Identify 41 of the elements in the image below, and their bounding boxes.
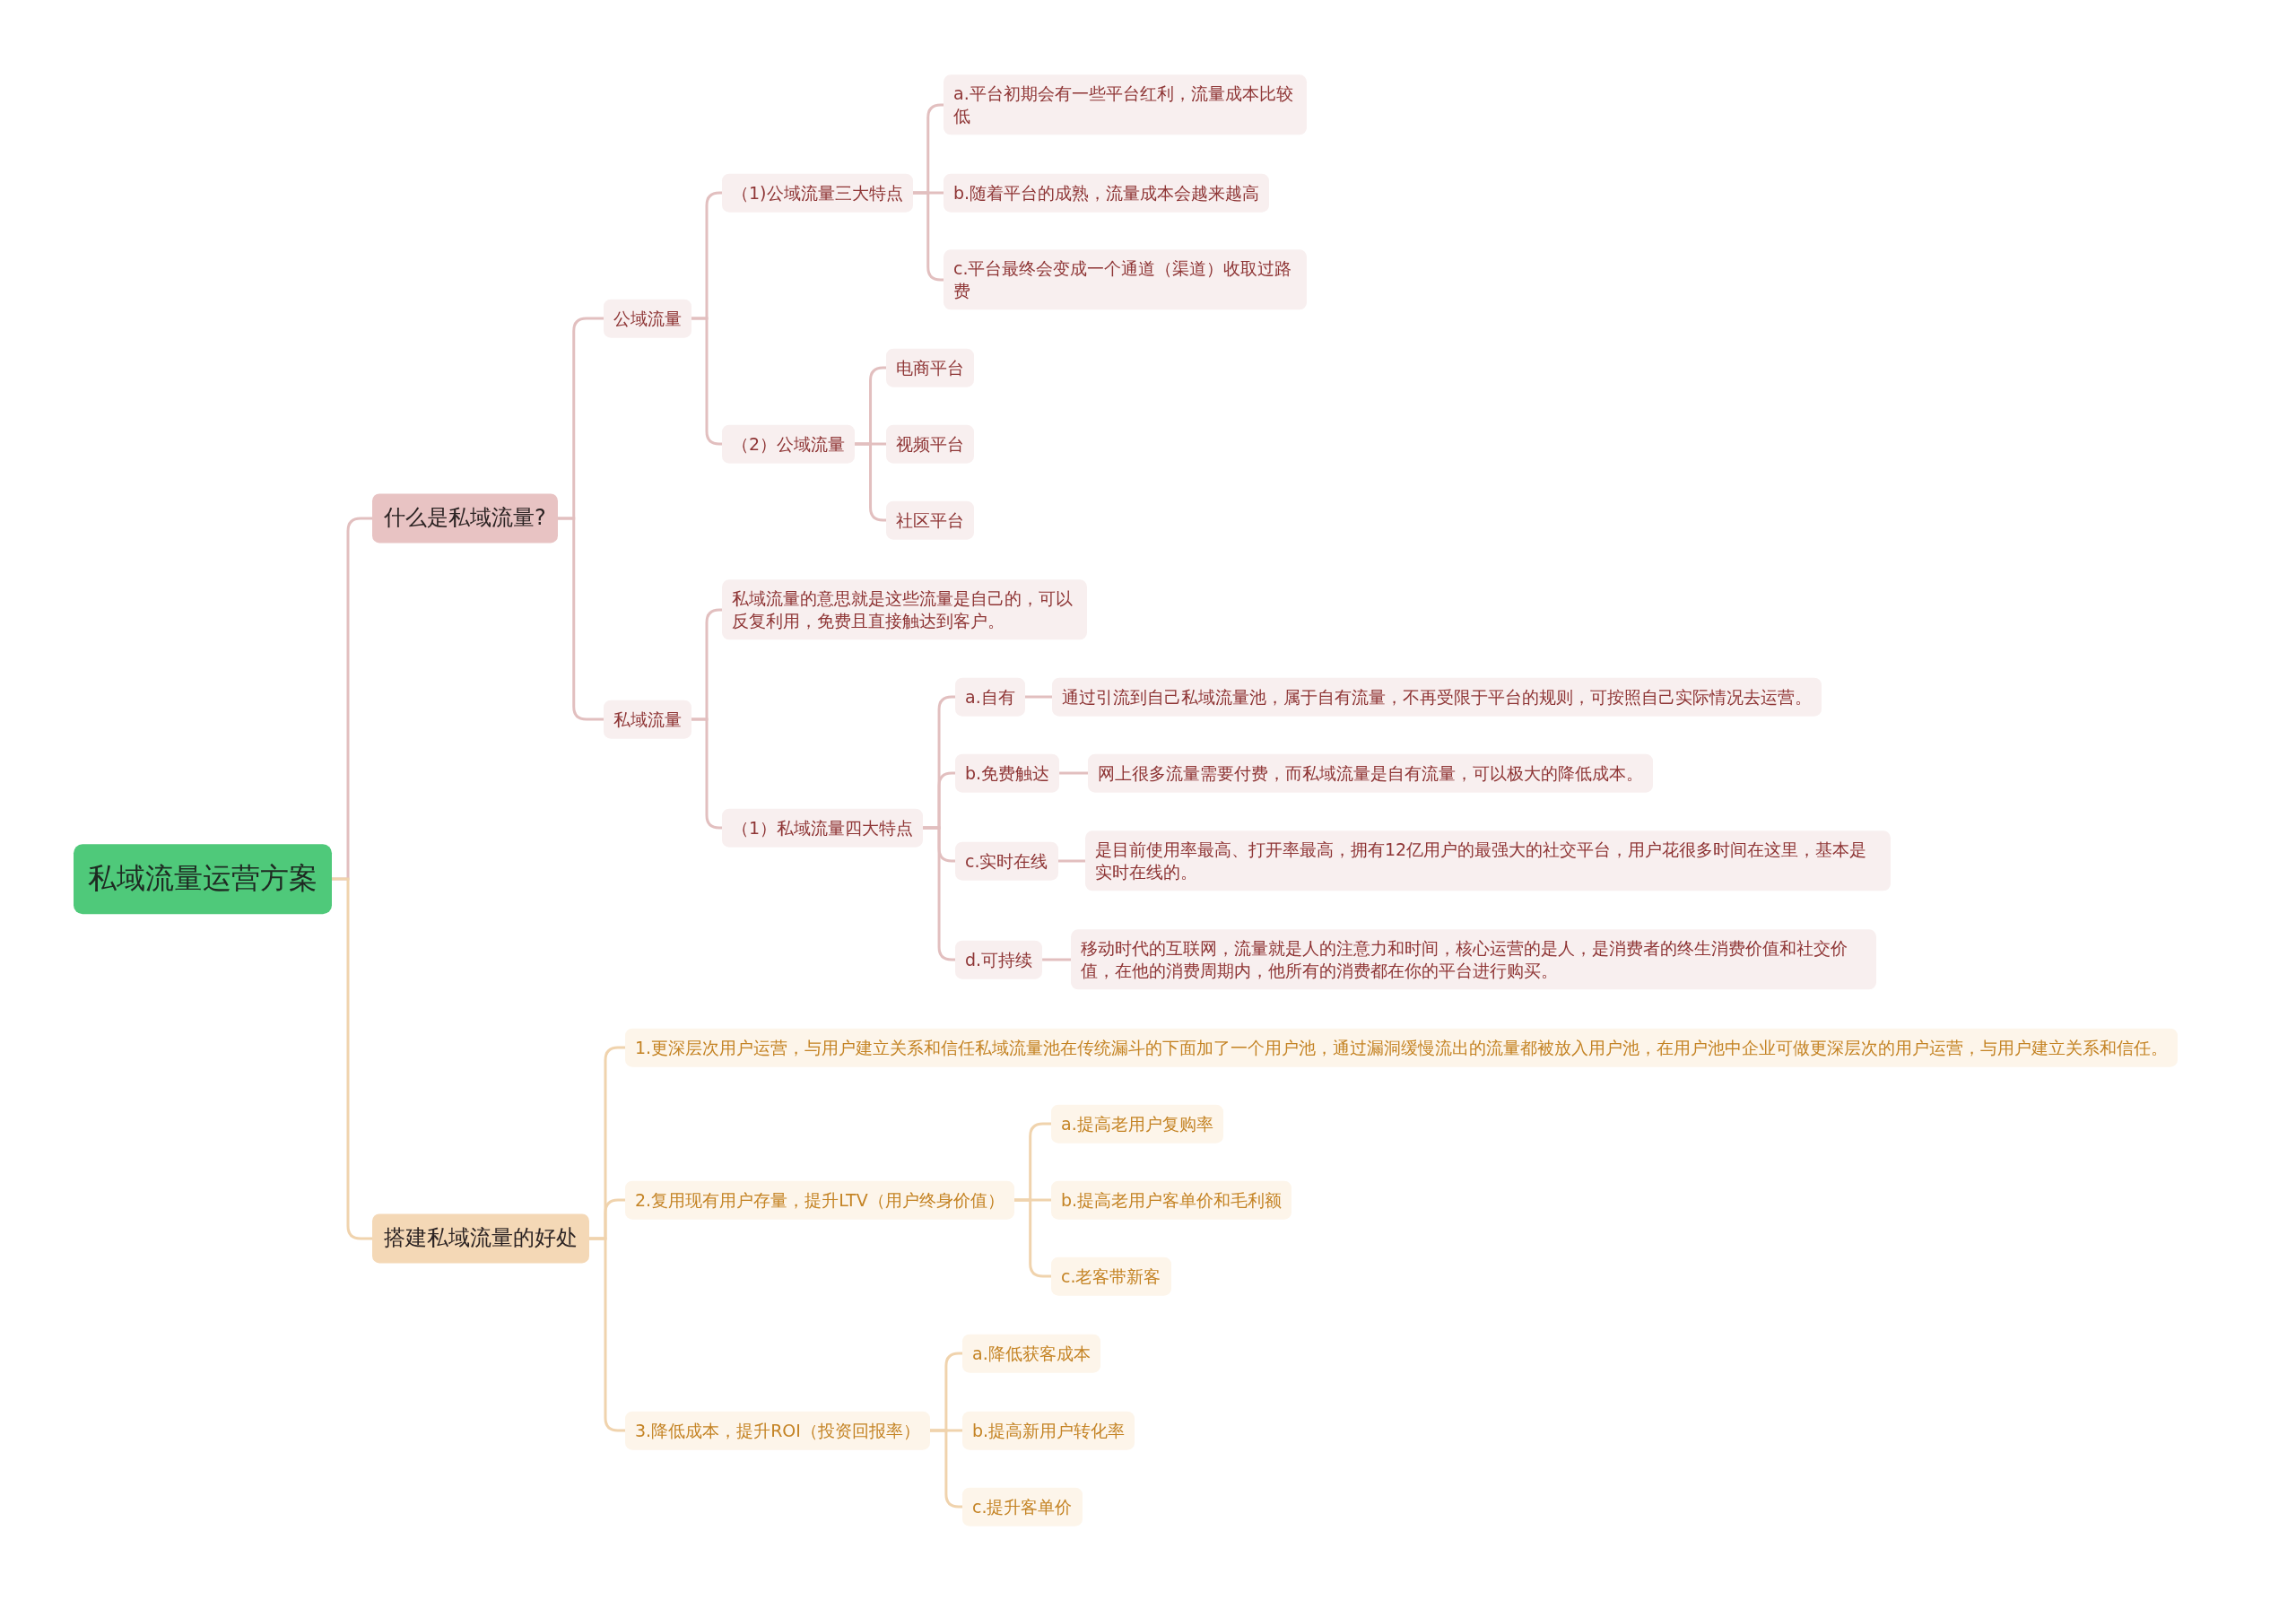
connector-line bbox=[1024, 695, 1052, 699]
subtopic-box: 公域流量 bbox=[604, 299, 691, 338]
subtopic-box: 电商平台 bbox=[886, 348, 974, 387]
subtopic-box: 视频平台 bbox=[886, 424, 974, 464]
subtopic-box: b.免费触达 bbox=[955, 753, 1060, 793]
subtopic-box: 社区平台 bbox=[886, 500, 974, 540]
subtopic-box: 私域流量 bbox=[604, 700, 691, 739]
connector-line bbox=[1059, 771, 1088, 775]
subtopic-box: 移动时代的互联网，流量就是人的注意力和时间，核心运营的是人，是消费者的终生消费价值和社交价值，在他的消费周期内，他所有的消费都在你的平台进行购买。 bbox=[1071, 929, 1876, 990]
connector-line bbox=[589, 1237, 625, 1432]
subtopic-box: （1)公域流量三大特点 bbox=[722, 173, 913, 213]
main-topic-box: 什么是私域流量? bbox=[372, 493, 558, 543]
subtopic-box: 网上很多流量需要付费，而私域流量是自有流量，可以极大的降低成本。 bbox=[1088, 753, 1653, 793]
subtopic-box: a.降低获客成本 bbox=[962, 1334, 1100, 1373]
subtopic-box: 私域流量的意思就是这些流量是自己的，可以反复利用，免费且直接触达到客户。 bbox=[722, 579, 1087, 640]
subtopic-box: b.随着平台的成熟，流量成本会越来越高 bbox=[944, 173, 1270, 213]
connector-line bbox=[912, 191, 944, 282]
connector-line bbox=[1013, 1198, 1051, 1278]
connector-line bbox=[691, 317, 722, 446]
subtopic-box: c.平台最终会变成一个通道（渠道）收取过路费 bbox=[944, 249, 1307, 310]
subtopic-box: 1.更深层次用户运营，与用户建立关系和信任私域流量池在传统漏斗的下面加了一个用户池，通过漏洞缓慢流出的流量都被放入用户池，在用户池中企业可做更深层次的用户运营，与用户建立关系和信任。 bbox=[625, 1028, 2179, 1067]
subtopic-box: c.提升客单价 bbox=[962, 1487, 1083, 1526]
subtopic-box: （2）公域流量 bbox=[722, 424, 856, 464]
subtopic-box: 通过引流到自己私域流量池，属于自有流量，不再受限于平台的规则，可按照自己实际情况去运营。 bbox=[1052, 677, 1822, 717]
subtopic-box: a.平台初期会有一些平台红利，流量成本比较低 bbox=[944, 74, 1307, 135]
subtopic-box: d.可持续 bbox=[955, 940, 1043, 979]
subtopic-box: 2.复用现有用户存量，提升LTV（用户终身价值） bbox=[625, 1180, 1014, 1220]
subtopic-box: 是目前使用率最高、打开率最高，拥有12亿用户的最强大的社交平台，用户花很多时间在这里，基本是实时在线的。 bbox=[1085, 830, 1891, 891]
root-topic-box: 私域流量运营方案 bbox=[74, 844, 332, 914]
connector-line bbox=[1042, 958, 1071, 961]
subtopic-box: 3.降低成本，提升ROI（投资回报率） bbox=[625, 1411, 930, 1450]
subtopic-box: c.实时在线 bbox=[955, 841, 1058, 881]
subtopic-box: a.提高老用户复购率 bbox=[1051, 1104, 1223, 1143]
subtopic-box: b.提高老用户客单价和毛利额 bbox=[1051, 1180, 1292, 1220]
subtopic-box: a.自有 bbox=[955, 677, 1025, 717]
connector-line bbox=[691, 717, 722, 830]
subtopic-box: c.老客带新客 bbox=[1051, 1257, 1171, 1296]
connector-line bbox=[1057, 859, 1085, 863]
main-topic-box: 搭建私域流量的好处 bbox=[372, 1213, 589, 1264]
subtopic-box: b.提高新用户转化率 bbox=[962, 1411, 1135, 1450]
subtopic-box: （1）私域流量四大特点 bbox=[722, 808, 924, 848]
